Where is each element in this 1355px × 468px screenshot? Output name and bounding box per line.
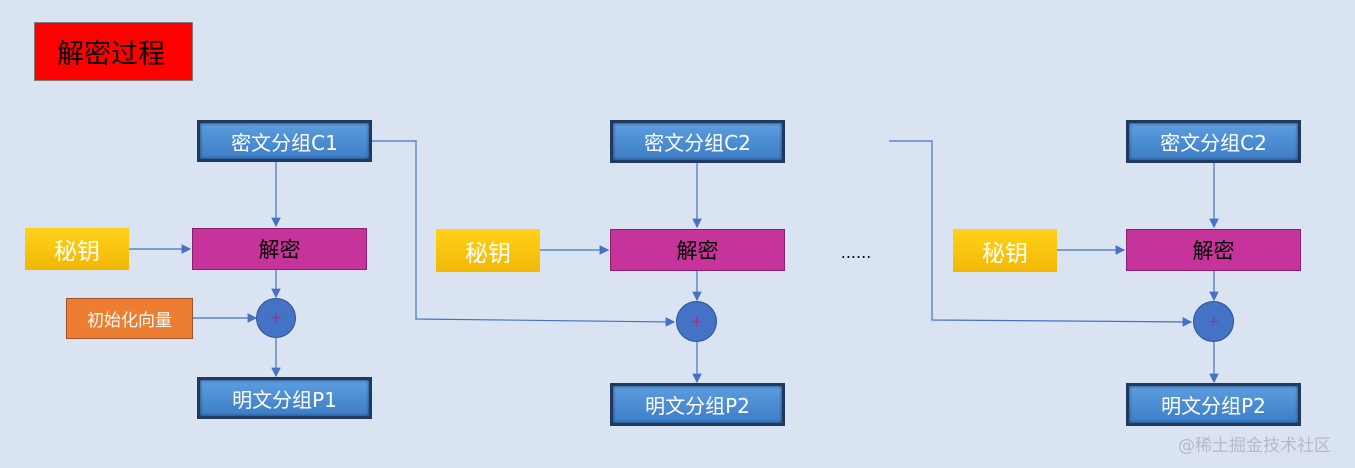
plain-block-p2: 明文分组P2 [610,383,785,426]
xor-node-3: + [1193,301,1234,342]
plain-block-p1: 明文分组P1 [197,377,372,419]
plain-block-p2-repeat: 明文分组P2 [1126,383,1301,426]
cipher-block-c1: 密文分组C1 [197,120,372,162]
diagram-title: 解密过程 [34,22,193,81]
decrypt-box-1: 解密 [192,228,367,270]
key-box-3: 秘钥 [953,229,1057,272]
key-box-1: 秘钥 [25,228,129,270]
cipher-block-c2-repeat: 密文分组C2 [1126,120,1301,163]
cipher-block-c2: 密文分组C2 [610,120,785,163]
key-box-2: 秘钥 [436,229,540,272]
watermark: @稀土掘金技术社区 [1178,435,1331,456]
ellipsis: ...... [840,242,872,262]
arrow-c1-to-xor2 [372,140,676,327]
xor-node-2: + [676,301,717,342]
decrypt-box-2: 解密 [610,229,785,271]
decrypt-box-3: 解密 [1126,229,1301,271]
xor-node-1: + [256,298,296,338]
arrow-prev-to-xor3 [889,140,1193,327]
iv-box: 初始化向量 [66,298,193,339]
